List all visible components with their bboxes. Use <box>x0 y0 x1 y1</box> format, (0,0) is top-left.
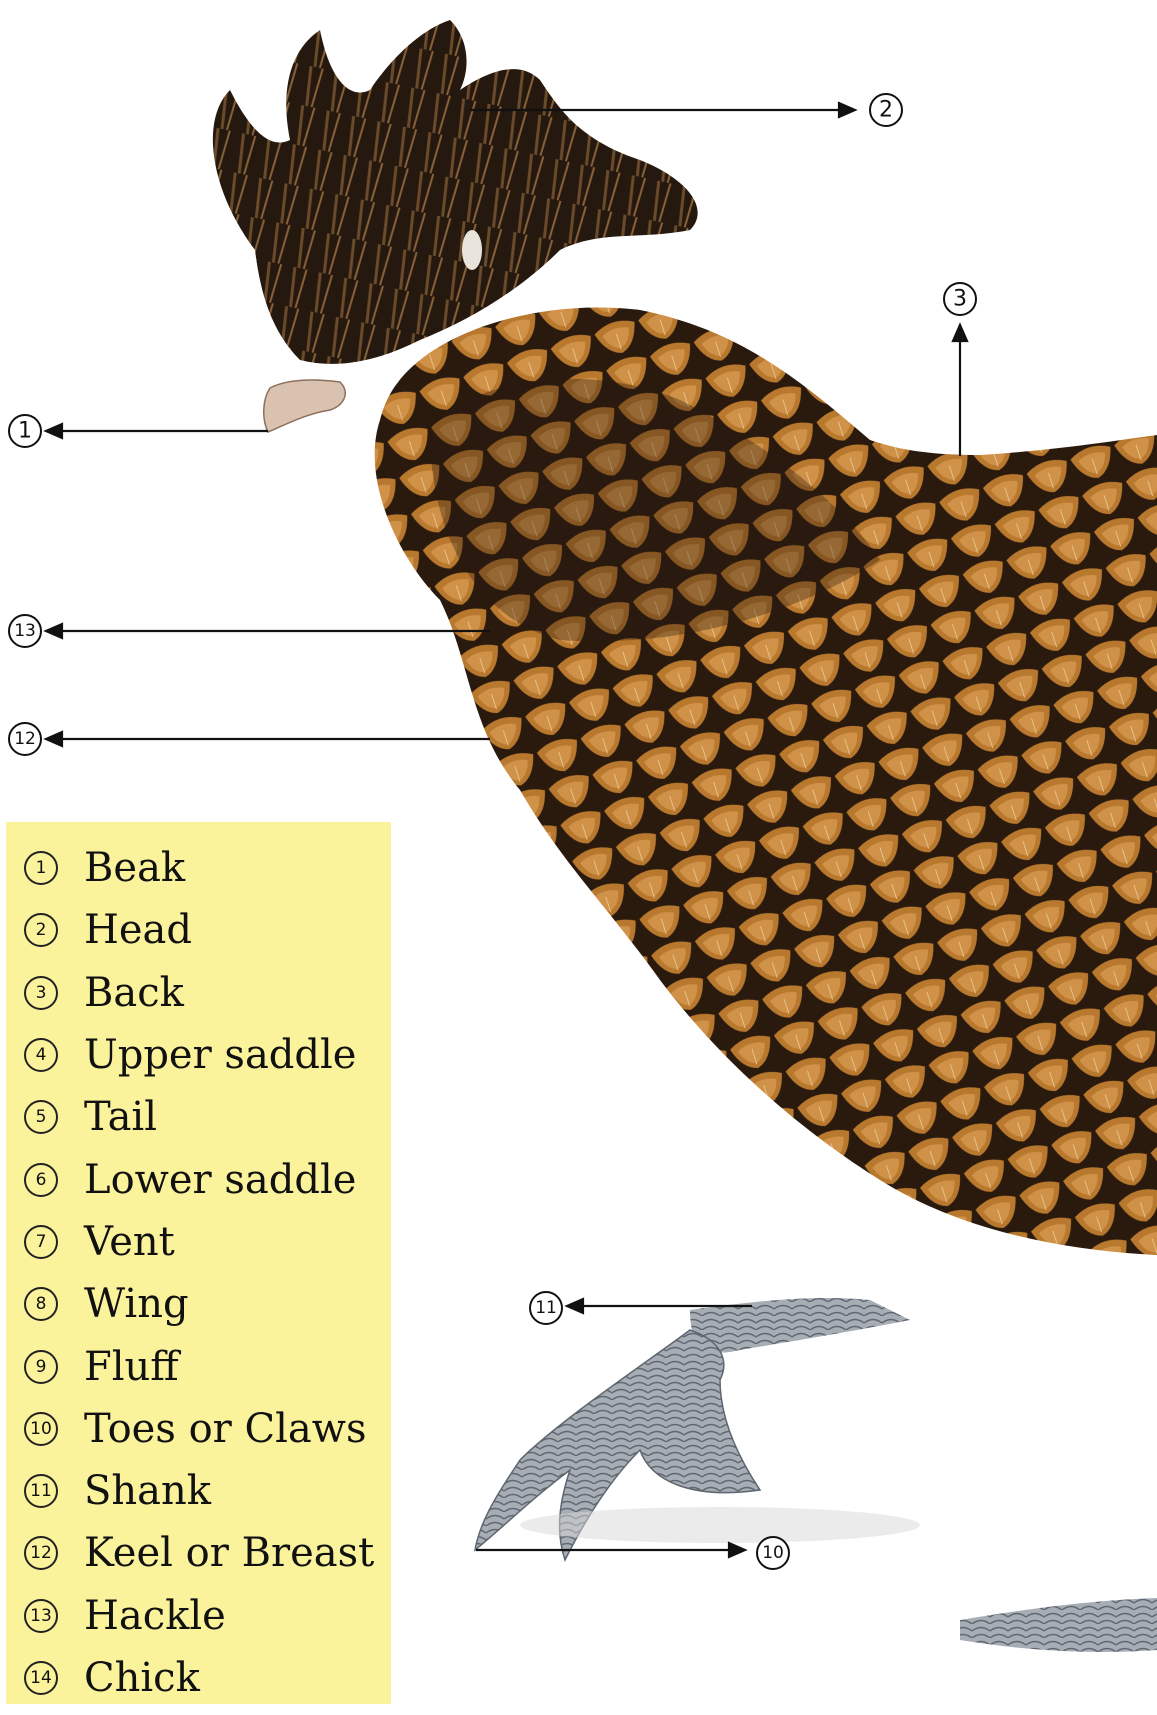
callout-number: 3 <box>953 287 967 312</box>
callout-2: 2 <box>870 94 902 126</box>
legend-label: Lower saddle <box>84 1160 356 1200</box>
callout-3: 3 <box>944 283 976 315</box>
callout-number: 2 <box>879 98 893 123</box>
legend-item: 11 Shank <box>6 1460 391 1522</box>
legend-item: 14 Chick <box>6 1647 391 1709</box>
legend-item: 10 Toes or Claws <box>6 1398 391 1460</box>
legend-item: 7 Vent <box>6 1211 391 1273</box>
eye-shape <box>462 230 482 270</box>
legend-number: 10 <box>24 1412 58 1446</box>
callout-12: 12 <box>9 723 41 755</box>
legend-label: Back <box>84 973 184 1013</box>
legend-label: Hackle <box>84 1596 226 1636</box>
legend-number: 8 <box>24 1287 58 1321</box>
callout-number: 10 <box>762 1543 784 1563</box>
legend-number: 4 <box>24 1038 58 1072</box>
legend-number: 7 <box>24 1225 58 1259</box>
callout-10: 10 <box>757 1537 789 1569</box>
legend-item: 8 Wing <box>6 1273 391 1335</box>
legend-number: 12 <box>24 1536 58 1570</box>
callout-number: 12 <box>14 729 36 749</box>
legend-label: Shank <box>84 1471 211 1511</box>
legend-label: Chick <box>84 1658 200 1698</box>
legend-item: 1 Beak <box>6 837 391 899</box>
legend-item: 9 Fluff <box>6 1335 391 1397</box>
arrow-3 <box>953 325 967 456</box>
legend-number: 14 <box>24 1661 58 1695</box>
arrow-13 <box>46 624 490 638</box>
callout-number: 13 <box>14 621 36 641</box>
beak-shape <box>264 380 345 432</box>
legend-number: 11 <box>24 1474 58 1508</box>
legend-item: 6 Lower saddle <box>6 1148 391 1210</box>
second-foot-shape <box>960 1598 1157 1652</box>
legend-label: Tail <box>84 1097 157 1137</box>
legend-label: Toes or Claws <box>84 1409 367 1449</box>
legend-label: Beak <box>84 848 185 888</box>
legend-label: Head <box>84 910 192 950</box>
callout-number: 11 <box>535 1298 557 1318</box>
legend-number: 2 <box>24 913 58 947</box>
legend-number: 1 <box>24 851 58 885</box>
legend-number: 13 <box>24 1599 58 1633</box>
callout-1: 1 <box>9 415 41 447</box>
callout-13: 13 <box>9 615 41 647</box>
legend-label: Keel or Breast <box>84 1533 374 1573</box>
legend-number: 6 <box>24 1163 58 1197</box>
legend-label: Upper saddle <box>84 1035 356 1075</box>
legend-item: 5 Tail <box>6 1086 391 1148</box>
legend-panel: 1 Beak 2 Head 3 Back 4 Upper saddle 5 Ta… <box>6 822 391 1704</box>
legend-number: 5 <box>24 1100 58 1134</box>
legend-label: Vent <box>84 1222 175 1262</box>
legend-label: Fluff <box>84 1347 179 1387</box>
floor-shadow <box>520 1507 920 1543</box>
arrow-10 <box>476 1543 745 1557</box>
legend-item: 2 Head <box>6 899 391 961</box>
legend-item: 4 Upper saddle <box>6 1024 391 1086</box>
legend-number: 3 <box>24 976 58 1010</box>
legend-item: 12 Keel or Breast <box>6 1522 391 1584</box>
arrow-12 <box>46 732 490 746</box>
legend-label: Wing <box>84 1284 189 1324</box>
callout-11: 11 <box>530 1292 562 1324</box>
arrow-1 <box>46 424 268 438</box>
legend-item: 13 Hackle <box>6 1585 391 1647</box>
callout-number: 1 <box>18 419 32 444</box>
legend-item: 3 Back <box>6 962 391 1024</box>
legend-number: 9 <box>24 1350 58 1384</box>
